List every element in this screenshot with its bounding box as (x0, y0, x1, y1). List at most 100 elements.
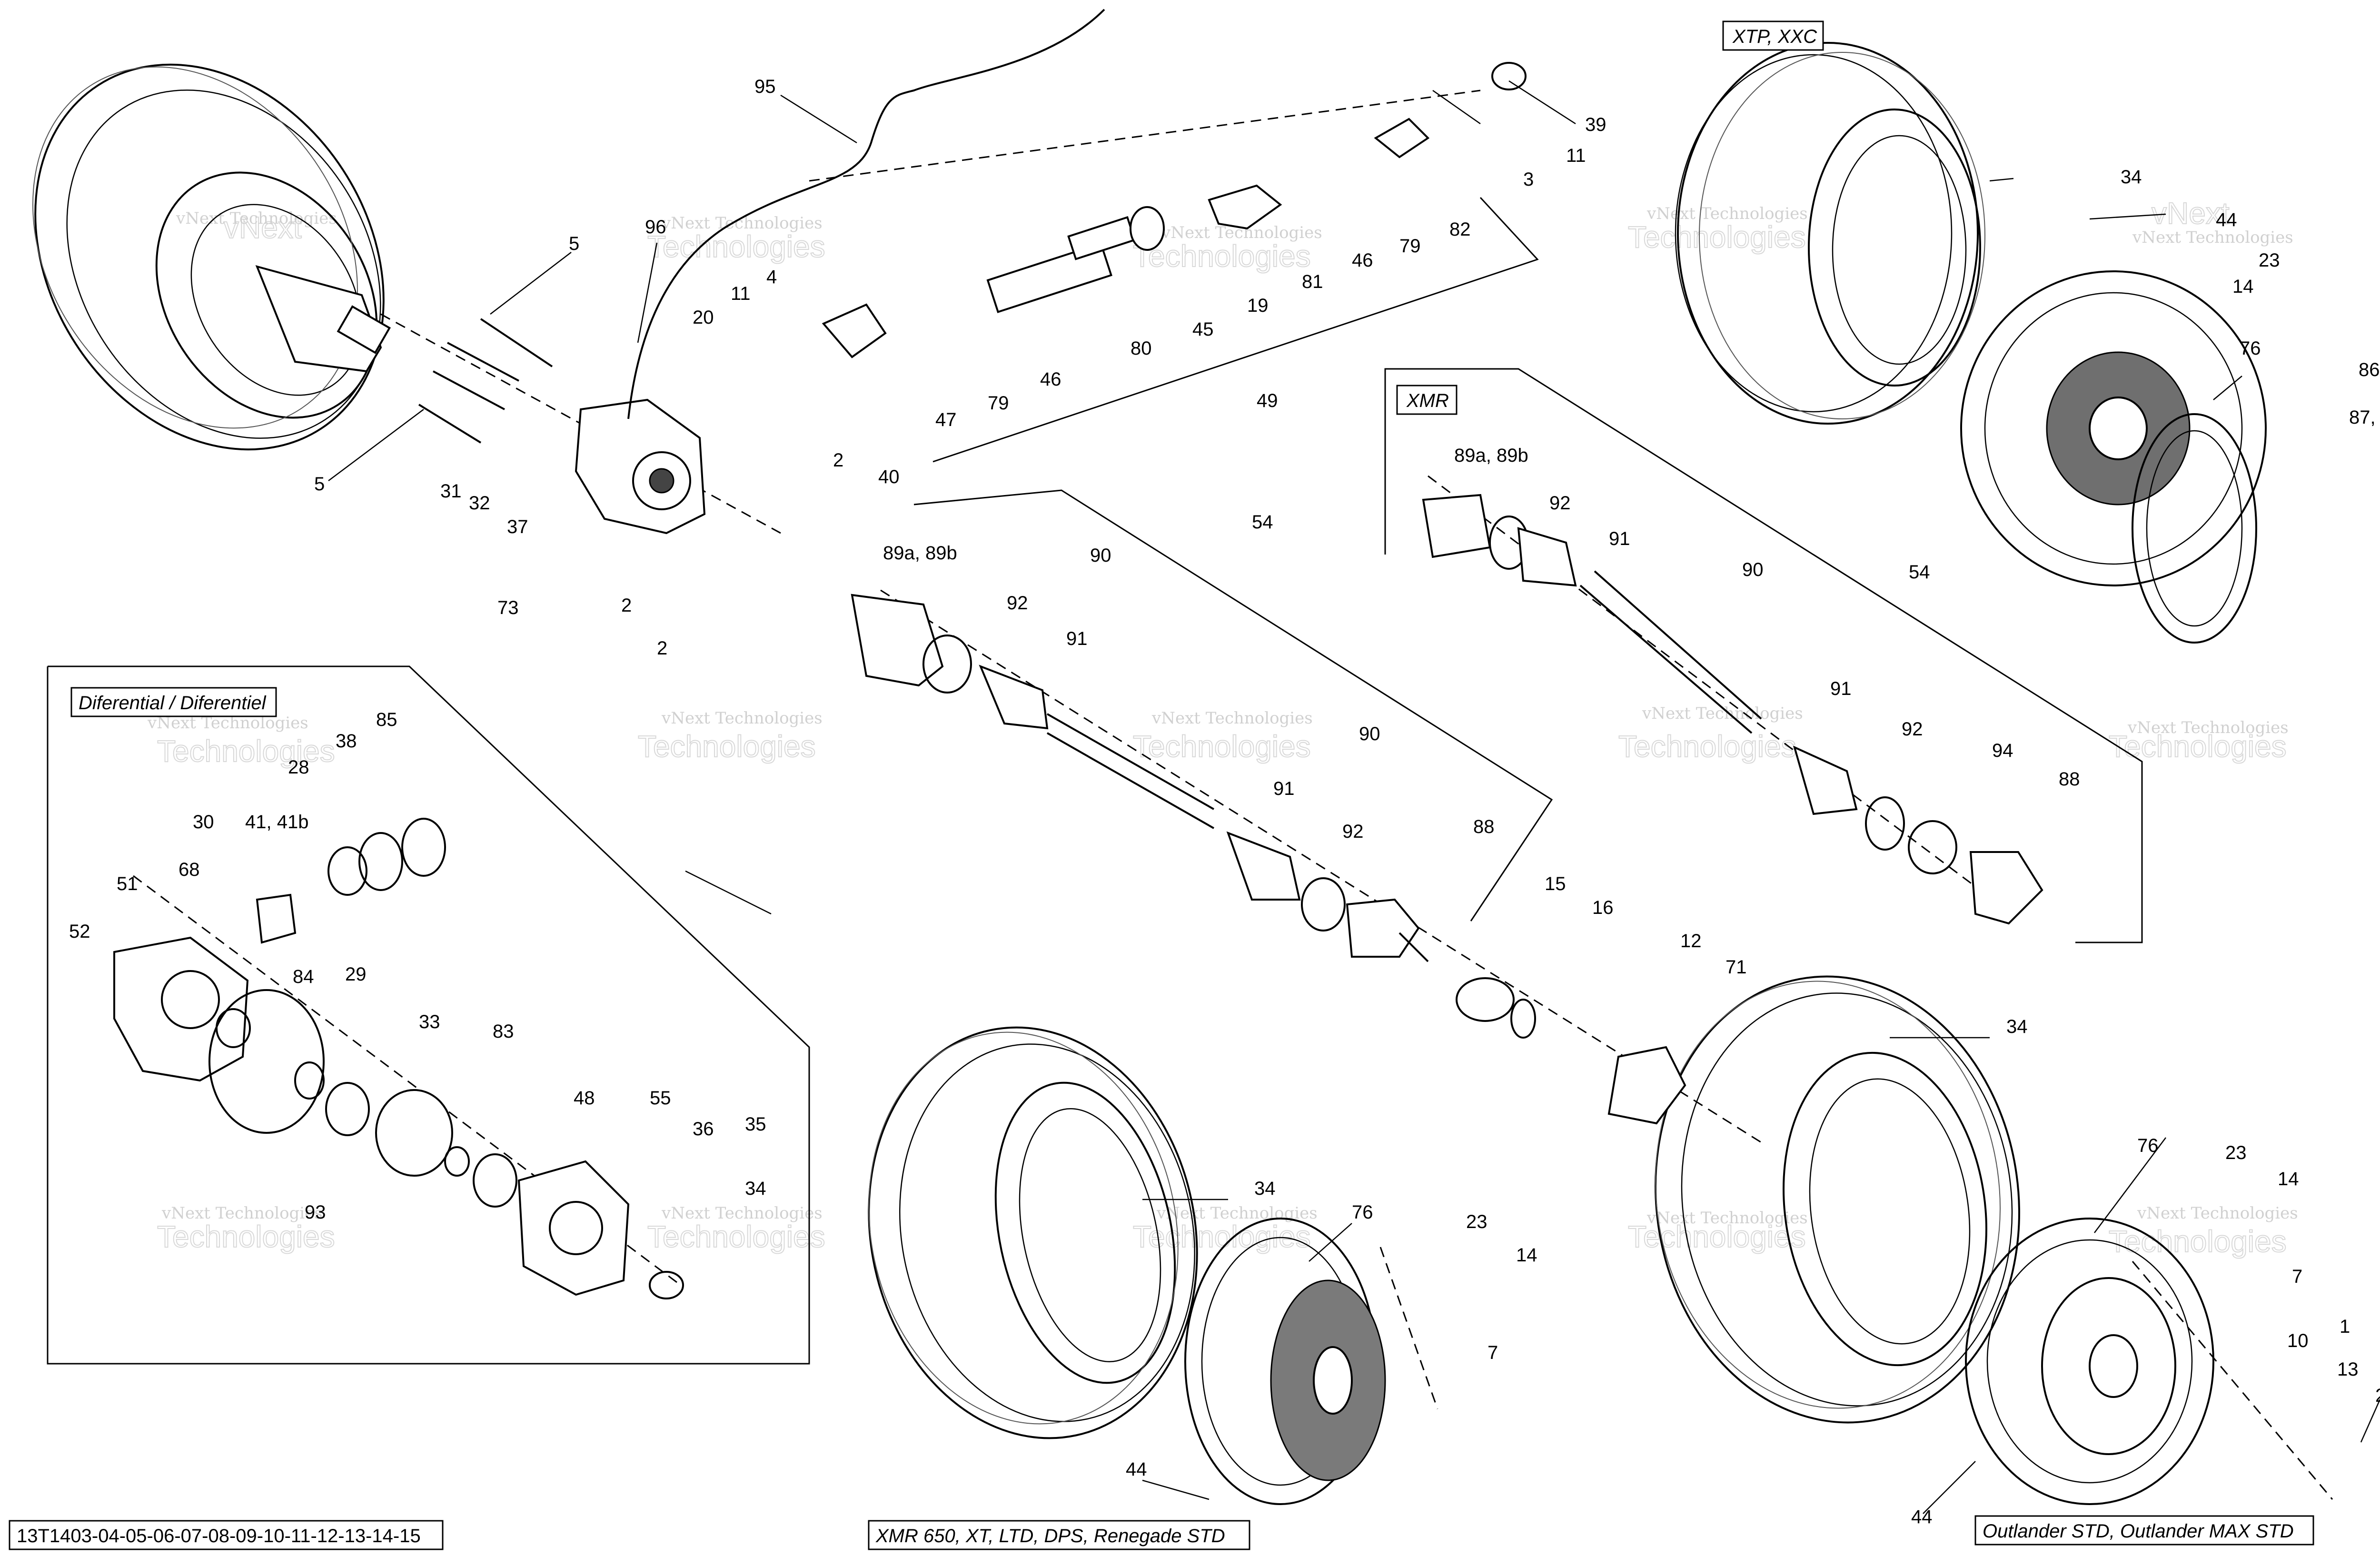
callout-14: 14 (2278, 1169, 2299, 1189)
callout-90: 90 (1090, 545, 1111, 566)
callout-90: 90 (1742, 559, 1764, 580)
axle-bracket (913, 489, 1553, 922)
watermark: vNext Technologies (161, 1204, 323, 1223)
callout-92: 92 (1549, 493, 1571, 514)
callout-7: 7 (2292, 1266, 2302, 1287)
watermark: Technologies (647, 229, 825, 264)
assembly-axes (133, 89, 2333, 1500)
section-label-boxes: XTP, XXC XMR Diferential / Diferentiel X… (9, 20, 2314, 1550)
callout-29: 29 (345, 964, 367, 985)
callout-4: 4 (766, 267, 777, 287)
callout-32: 32 (469, 493, 490, 514)
callout-34: 34 (745, 1178, 766, 1199)
callout-34: 34 (1254, 1178, 1276, 1199)
callout-40: 40 (878, 466, 900, 487)
callout-71: 71 (1726, 957, 1747, 978)
callout-44: 44 (1911, 1506, 1933, 1527)
callout-87-87b: 87, 87b (2349, 407, 2380, 428)
watermark: vNext Technologies (176, 209, 337, 228)
watermark: vNext Technologies (2132, 228, 2293, 247)
leader-lines (328, 80, 2380, 1514)
callout-83: 83 (493, 1021, 514, 1042)
tire-top-left (32, 63, 385, 451)
watermark: vNext Technologies (661, 709, 823, 728)
tire-top-right (1675, 42, 1985, 425)
callout-48: 48 (574, 1088, 595, 1109)
watermark: vNext Technologies (2137, 1204, 2298, 1223)
callout-76: 76 (2240, 338, 2261, 359)
watermark: Technologies (647, 1219, 825, 1254)
section-label-differential: Diferential / Diferentiel (79, 693, 267, 714)
callout-44: 44 (2216, 209, 2237, 230)
callout-23: 23 (2259, 250, 2280, 271)
watermark: vNext Technologies (1151, 709, 1313, 728)
section-label-xtp-xxc: XTP, XXC (1732, 26, 1817, 47)
callout-5: 5 (569, 233, 579, 254)
callout-54: 54 (1909, 562, 1930, 583)
xmr-frame (1384, 368, 2143, 943)
callout-33: 33 (419, 1011, 440, 1032)
callout-86: 86 (2359, 359, 2380, 380)
callout-11: 11 (1566, 145, 1586, 166)
callout-81: 81 (1302, 271, 1323, 292)
diagram-reference-code: 13T1403-04-05-06-07-08-09-10-11-12-13-14… (17, 1526, 421, 1546)
callout-92: 92 (1902, 719, 1923, 740)
watermark: Technologies (1618, 729, 1796, 763)
watermarks: vNext Technologies vNext vNext Technolog… (147, 196, 2298, 1259)
watermark: vNext Technologies (661, 1204, 823, 1223)
callout-2: 2 (621, 595, 632, 616)
callout-88: 88 (1473, 816, 1495, 837)
callout-2: 2 (657, 638, 667, 659)
callout-88: 88 (2059, 769, 2080, 790)
callout-14: 14 (1516, 1245, 1537, 1266)
callout-7: 7 (1488, 1342, 1498, 1363)
callout-54: 54 (1252, 512, 1273, 533)
differential-frame (47, 665, 810, 1365)
callout-15: 15 (1545, 873, 1566, 894)
callout-38: 38 (336, 731, 357, 752)
callout-82: 82 (1449, 219, 1471, 240)
callout-94: 94 (1992, 740, 2013, 761)
section-label-bottom-center: XMR 650, XT, LTD, DPS, Renegade STD (875, 1526, 1225, 1546)
callout-91: 91 (1609, 528, 1630, 549)
callout-52: 52 (69, 921, 90, 942)
watermark: vNext (2152, 196, 2230, 230)
watermark: Technologies (1133, 729, 1311, 763)
callout-79: 79 (1399, 236, 1421, 257)
callout-5: 5 (314, 474, 325, 495)
callout-31: 31 (440, 481, 462, 502)
watermark: vNext Technologies (1646, 204, 1808, 223)
watermark: vNext Technologies (1646, 1209, 1808, 1228)
callout-11: 11 (731, 283, 751, 304)
watermark: Technologies (1628, 1219, 1806, 1254)
watermark: Technologies (157, 734, 335, 768)
callout-91: 91 (1273, 778, 1295, 799)
callout-51: 51 (117, 873, 138, 894)
callout-92: 92 (1342, 821, 1364, 842)
callout-91: 91 (1830, 678, 1852, 699)
callout-19: 19 (1247, 295, 1269, 316)
callout-13: 13 (2337, 1359, 2359, 1380)
wheel-rim-bottom-center (1184, 1218, 1386, 1505)
watermark: Technologies (157, 1219, 335, 1254)
callout-95: 95 (754, 76, 776, 97)
callout-labels: 95 96 5 5 11 4 20 31 32 37 73 2 2 2 47 7… (69, 76, 2380, 1527)
callout-46: 46 (1040, 369, 1061, 390)
callout-89a-89b: 89a, 89b (883, 543, 957, 564)
callout-92: 92 (1007, 593, 1028, 614)
callout-49: 49 (1257, 390, 1278, 411)
callout-35: 35 (745, 1114, 766, 1135)
callout-90: 90 (1359, 723, 1380, 744)
wheel-rim-bottom-right (1965, 1218, 2214, 1505)
callout-47: 47 (935, 409, 957, 430)
callout-76: 76 (1352, 1202, 1373, 1223)
callout-12: 12 (1680, 931, 1702, 951)
callout-34: 34 (2121, 167, 2142, 188)
callout-10: 10 (2287, 1330, 2309, 1351)
callout-73: 73 (497, 597, 519, 618)
callout-14: 14 (2232, 276, 2254, 297)
callout-39: 39 (1585, 114, 1606, 135)
callout-85: 85 (376, 709, 397, 730)
callout-84: 84 (293, 966, 314, 987)
